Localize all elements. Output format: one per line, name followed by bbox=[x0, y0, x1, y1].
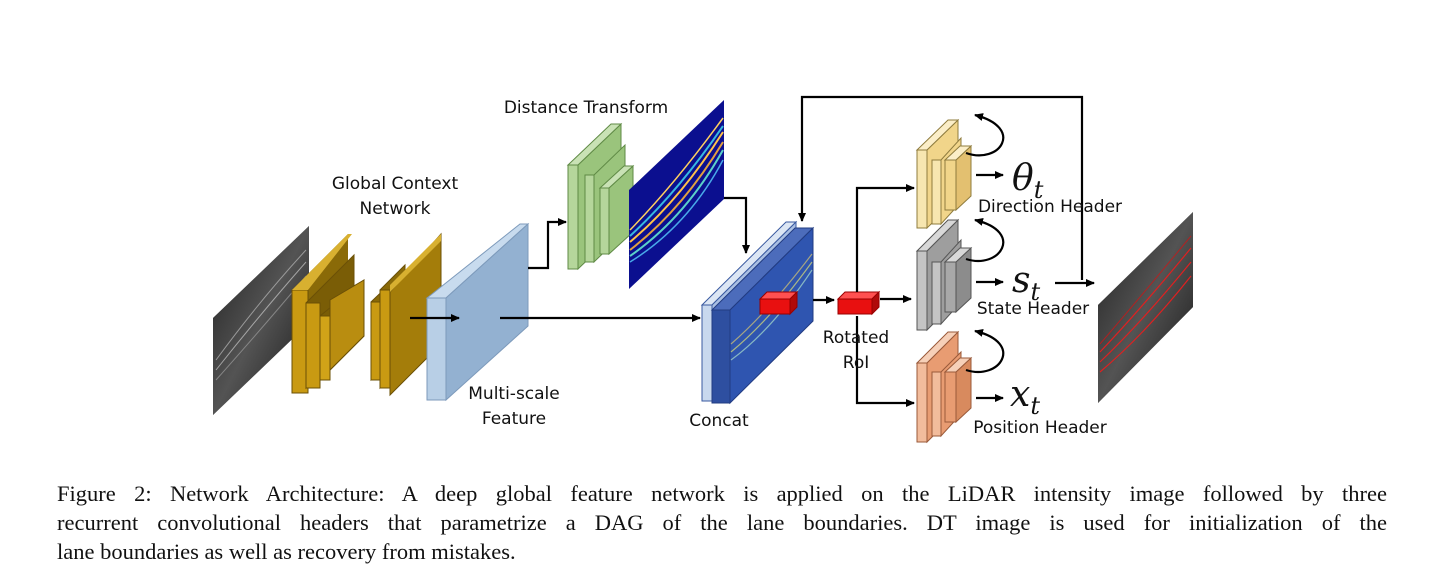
global-context-label-line1: Global Context bbox=[332, 174, 459, 194]
multiscale-label-line1: Multi-scale bbox=[468, 384, 560, 404]
output-lidar-image bbox=[1098, 212, 1193, 403]
input-lidar-image bbox=[213, 226, 309, 415]
x-t-symbol: xt bbox=[1010, 374, 1040, 420]
direction-header-blocks bbox=[915, 118, 973, 230]
rotated-roi-output bbox=[836, 290, 881, 316]
concat-label: Concat bbox=[689, 411, 749, 431]
multiscale-feature-block bbox=[425, 222, 530, 402]
concat-block bbox=[700, 220, 815, 405]
network-architecture-diagram: Global Context Network Distance Transfor… bbox=[213, 95, 1193, 444]
distance-transform-image bbox=[629, 100, 724, 289]
multiscale-label-line2: Feature bbox=[482, 409, 546, 429]
caption-line-1: Figure 2: Network Architecture: A deep g… bbox=[57, 481, 1387, 506]
figure-caption: Figure 2: Network Architecture: A deep g… bbox=[57, 479, 1387, 566]
s-t-symbol: st bbox=[1012, 260, 1040, 306]
rotated-roi-in-concat bbox=[758, 290, 799, 316]
caption-line-2: recurrent convolutional headers that par… bbox=[57, 510, 1387, 535]
state-header-blocks bbox=[915, 218, 973, 332]
position-header-label: Position Header bbox=[973, 418, 1107, 438]
rotated-roi-label-line1: Rotated bbox=[823, 328, 889, 348]
distance-transform-label: Distance Transform bbox=[504, 98, 668, 118]
caption-line-3: lane boundaries as well as recovery from… bbox=[57, 539, 516, 564]
position-header-blocks bbox=[915, 330, 973, 444]
distance-transform-blocks bbox=[566, 122, 635, 271]
global-context-network-blocks bbox=[291, 232, 442, 397]
state-header-label: State Header bbox=[977, 299, 1089, 319]
rotated-roi-label-line2: RoI bbox=[843, 353, 869, 373]
direction-header-label: Direction Header bbox=[978, 197, 1122, 217]
global-context-label-line2: Network bbox=[360, 199, 431, 219]
connectors bbox=[410, 95, 1095, 407]
theta-t-symbol: θt bbox=[1012, 158, 1044, 204]
